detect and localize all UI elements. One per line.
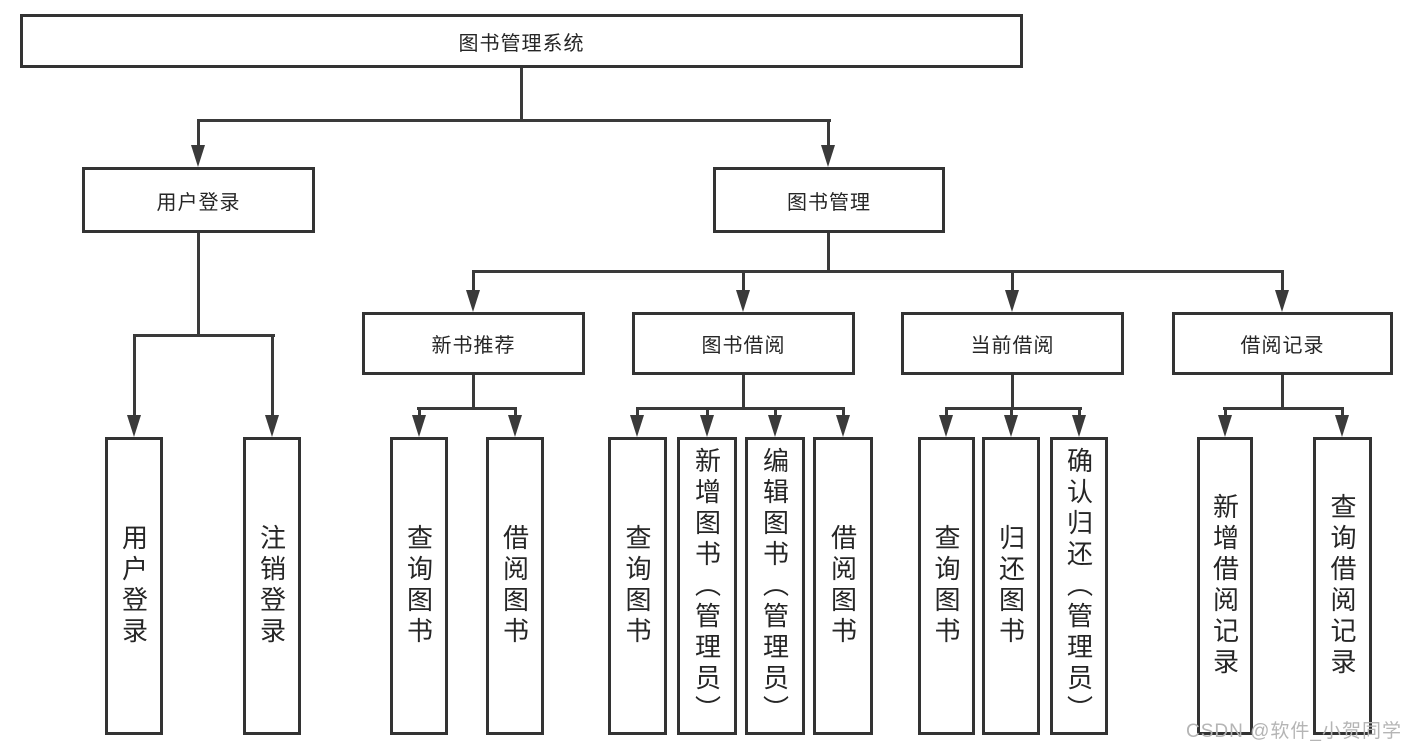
connector-level3-hline bbox=[472, 270, 1284, 273]
connector-stub-borrow-records bbox=[1281, 270, 1284, 292]
arrowhead-current-borrow bbox=[1005, 290, 1019, 312]
connector-stub-leaf-cb-2 bbox=[1010, 407, 1013, 419]
connector-stub-book-mgmt bbox=[827, 119, 830, 147]
node-book-borrow-label: 图书借阅 bbox=[701, 335, 786, 357]
node-new-books: 新书推荐 bbox=[362, 312, 585, 375]
arrowhead-leaf-bb-1 bbox=[630, 415, 644, 437]
node-book-mgmt-label: 图书管理 bbox=[787, 191, 871, 214]
arrowhead-user-login bbox=[191, 145, 205, 167]
arrowhead-borrow-records bbox=[1275, 290, 1289, 312]
node-borrow-records: 借阅记录 bbox=[1172, 312, 1393, 375]
leaf-bb-add-books-admin-label: 新增图书（管理员） bbox=[691, 446, 722, 726]
leaf-cb-return-books-label: 归还图书 bbox=[995, 524, 1026, 648]
connector-stub-leaf-br-2 bbox=[1341, 407, 1344, 419]
connector-currentborrow-hline bbox=[945, 407, 1082, 410]
arrowhead-leaf-cb-1 bbox=[939, 415, 953, 437]
arrowhead-new-books bbox=[466, 290, 480, 312]
node-book-borrow: 图书借阅 bbox=[632, 312, 855, 375]
leaf-nb-query-books: 查询图书 bbox=[390, 437, 448, 735]
leaf-cb-query-books-label: 查询图书 bbox=[931, 524, 961, 648]
leaf-br-query-record: 查询借阅记录 bbox=[1313, 437, 1372, 735]
connector-bookborrow-trunk bbox=[742, 375, 745, 410]
connector-bookborrow-hline bbox=[636, 407, 845, 410]
arrowhead-leaf-user-2 bbox=[265, 415, 279, 437]
connector-stub-leaf-br-1 bbox=[1224, 407, 1227, 419]
connector-newbooks-hline bbox=[417, 407, 517, 410]
leaf-cb-confirm-return-admin-label: 确认归还（管理员） bbox=[1063, 446, 1094, 726]
leaf-bb-query-books: 查询图书 bbox=[608, 437, 667, 735]
node-new-books-label: 新书推荐 bbox=[431, 335, 516, 357]
leaf-bb-borrow-books-label: 借阅图书 bbox=[827, 524, 858, 648]
leaf-bb-add-books-admin: 新增图书（管理员） bbox=[677, 437, 737, 735]
csdn-watermark: CSDN @软件_小贺同学 bbox=[1186, 721, 1402, 742]
connector-stub-leaf-nb-2 bbox=[514, 407, 517, 419]
connector-stub-leaf-nb-1 bbox=[418, 407, 421, 419]
connector-user-trunk bbox=[197, 233, 200, 337]
leaf-user-login-label: 用户登录 bbox=[118, 524, 149, 648]
arrowhead-leaf-bb-4 bbox=[836, 415, 850, 437]
arrowhead-leaf-nb-1 bbox=[412, 415, 426, 437]
leaf-bb-edit-books-admin: 编辑图书（管理员） bbox=[745, 437, 805, 735]
leaf-br-add-record: 新增借阅记录 bbox=[1197, 437, 1253, 735]
connector-stub-leaf-cb-1 bbox=[945, 407, 948, 419]
node-current-borrow: 当前借阅 bbox=[901, 312, 1124, 375]
connector-stub-new-books bbox=[472, 270, 475, 292]
connector-stub-leaf-cb-3 bbox=[1078, 407, 1081, 419]
leaf-bb-borrow-books: 借阅图书 bbox=[813, 437, 873, 735]
leaf-bb-edit-books-admin-label: 编辑图书（管理员） bbox=[759, 446, 790, 726]
leaf-bb-query-books-label: 查询图书 bbox=[622, 524, 652, 648]
leaf-logout: 注销登录 bbox=[243, 437, 301, 735]
leaf-nb-borrow-books-label: 借阅图书 bbox=[499, 524, 530, 648]
arrowhead-leaf-br-1 bbox=[1218, 415, 1232, 437]
connector-stub-leaf-bb-4 bbox=[842, 407, 845, 419]
leaf-nb-query-books-label: 查询图书 bbox=[403, 524, 434, 648]
node-root: 图书管理系统 bbox=[20, 14, 1023, 68]
leaf-user-login: 用户登录 bbox=[105, 437, 163, 735]
connector-stub-leaf-user-2 bbox=[271, 334, 274, 417]
connector-user-hline bbox=[133, 334, 275, 337]
leaf-nb-borrow-books: 借阅图书 bbox=[486, 437, 544, 735]
connector-newbooks-trunk bbox=[472, 375, 475, 410]
leaf-cb-query-books: 查询图书 bbox=[918, 437, 975, 735]
connector-stub-current-borrow bbox=[1011, 270, 1014, 292]
connector-records-hline bbox=[1223, 407, 1344, 410]
connector-stub-leaf-bb-2 bbox=[706, 407, 709, 419]
leaf-br-add-record-label: 新增借阅记录 bbox=[1209, 493, 1240, 679]
connector-stub-user-login bbox=[197, 119, 200, 147]
leaf-cb-confirm-return-admin: 确认归还（管理员） bbox=[1050, 437, 1108, 735]
connector-stub-leaf-bb-3 bbox=[774, 407, 777, 419]
connector-stub-leaf-bb-1 bbox=[636, 407, 639, 419]
arrowhead-leaf-nb-2 bbox=[508, 415, 522, 437]
connector-records-trunk bbox=[1281, 375, 1284, 410]
leaf-logout-label: 注销登录 bbox=[256, 524, 287, 648]
node-root-label: 图书管理系统 bbox=[458, 32, 585, 55]
arrowhead-book-mgmt bbox=[821, 145, 835, 167]
connector-stub-book-borrow bbox=[742, 270, 745, 292]
arrowhead-leaf-bb-3 bbox=[768, 415, 782, 437]
node-borrow-records-label: 借阅记录 bbox=[1240, 335, 1325, 357]
node-current-borrow-label: 当前借阅 bbox=[970, 335, 1055, 357]
connector-root-trunk bbox=[520, 68, 523, 122]
arrowhead-book-borrow bbox=[736, 290, 750, 312]
connector-level2-hline bbox=[197, 119, 831, 122]
leaf-br-query-record-label: 查询借阅记录 bbox=[1327, 493, 1357, 679]
node-user-login: 用户登录 bbox=[82, 167, 315, 233]
arrowhead-leaf-cb-3 bbox=[1072, 415, 1086, 437]
connector-mgmt-trunk bbox=[827, 233, 830, 273]
node-user-login-label: 用户登录 bbox=[156, 191, 241, 214]
leaf-cb-return-books: 归还图书 bbox=[982, 437, 1040, 735]
arrowhead-leaf-br-2 bbox=[1335, 415, 1349, 437]
arrowhead-leaf-bb-2 bbox=[700, 415, 714, 437]
arrowhead-leaf-cb-2 bbox=[1004, 415, 1018, 437]
node-book-mgmt: 图书管理 bbox=[713, 167, 945, 233]
arrowhead-leaf-user-1 bbox=[127, 415, 141, 437]
connector-currentborrow-trunk bbox=[1011, 375, 1014, 410]
connector-stub-leaf-user-1 bbox=[133, 334, 136, 417]
